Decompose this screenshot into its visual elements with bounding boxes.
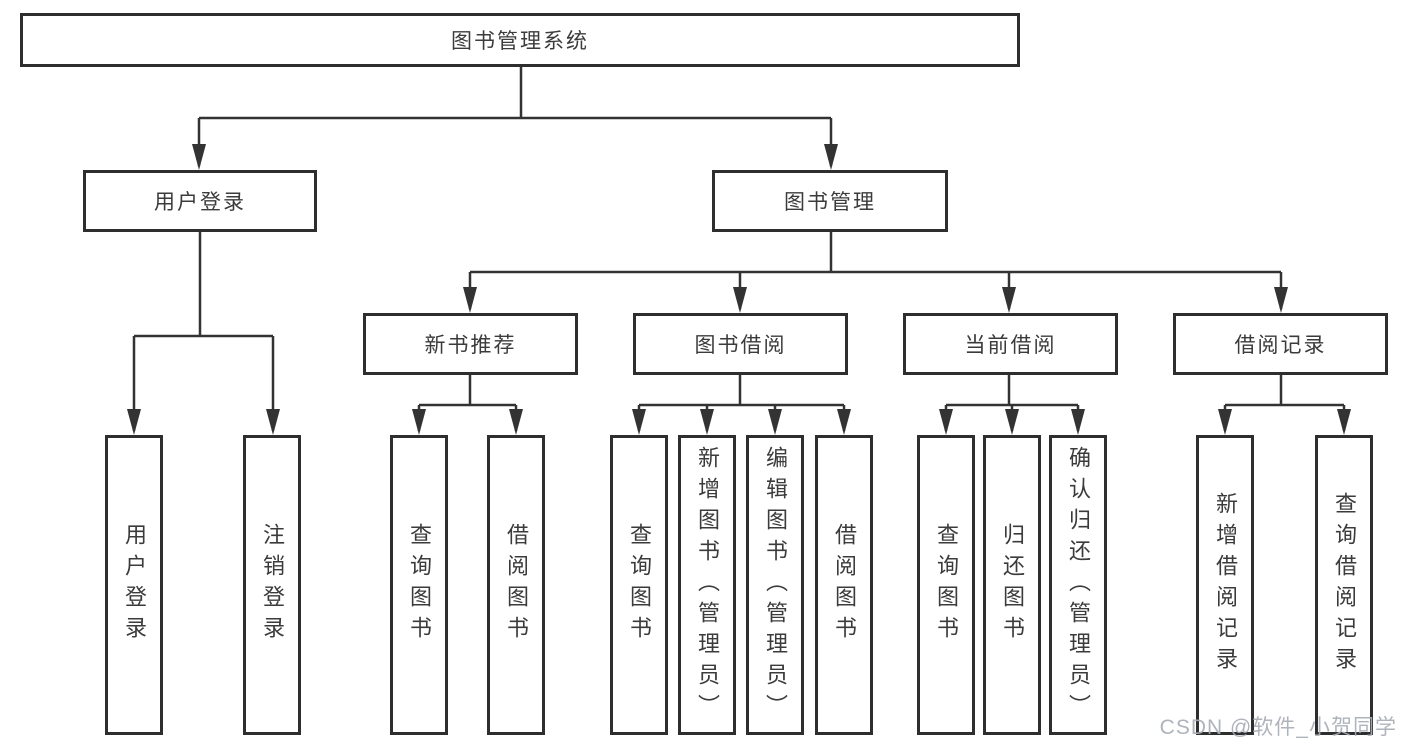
node-label: 查询图书 bbox=[407, 523, 432, 647]
node-label: 新增图书（管理员） bbox=[695, 445, 720, 725]
node-label: 归还图书 bbox=[1000, 523, 1025, 647]
node-label: 借阅记录 bbox=[1234, 334, 1327, 357]
leaf-return-books: 归还图书 bbox=[983, 435, 1041, 735]
node-label: 图书借阅 bbox=[694, 334, 787, 357]
leaf-user-login: 用户登录 bbox=[105, 435, 163, 735]
leaf-add-books-admin: 新增图书（管理员） bbox=[678, 435, 736, 735]
node-label: 借阅图书 bbox=[832, 523, 857, 647]
leaf-confirm-return-admin: 确认归还（管理员） bbox=[1049, 435, 1107, 735]
node-label: 新增借阅记录 bbox=[1213, 492, 1238, 678]
node-label: 借阅图书 bbox=[504, 523, 529, 647]
node-label: 用户登录 bbox=[122, 523, 147, 647]
node-label: 注销登录 bbox=[260, 523, 285, 647]
csdn-watermark: CSDN @软件_小贺同学 bbox=[1159, 716, 1397, 739]
leaf-logout: 注销登录 bbox=[243, 435, 301, 735]
node-user-login: 用户登录 bbox=[83, 170, 317, 232]
node-label: 查询图书 bbox=[627, 523, 652, 647]
node-borrow-records: 借阅记录 bbox=[1173, 313, 1388, 375]
node-new-book-recommend: 新书推荐 bbox=[363, 313, 578, 375]
node-label: 查询图书 bbox=[934, 523, 959, 647]
node-label: 当前借阅 bbox=[964, 334, 1057, 357]
node-book-borrow: 图书借阅 bbox=[633, 313, 848, 375]
node-book-management: 图书管理 bbox=[712, 170, 948, 232]
arrowheads bbox=[127, 144, 1351, 435]
node-label: 查询借阅记录 bbox=[1332, 492, 1357, 678]
node-label: 图书管理 bbox=[784, 191, 876, 214]
node-label: 确认归还（管理员） bbox=[1066, 445, 1091, 725]
node-label: 新书推荐 bbox=[424, 334, 517, 357]
node-label: 图书管理系统 bbox=[451, 30, 589, 53]
leaf-borrow-books: 借阅图书 bbox=[815, 435, 873, 735]
leaf-query-borrow-record: 查询借阅记录 bbox=[1315, 435, 1373, 735]
leaf-borrow-books-recommend: 借阅图书 bbox=[487, 435, 545, 735]
node-root-library-system: 图书管理系统 bbox=[20, 13, 1020, 67]
leaf-add-borrow-record: 新增借阅记录 bbox=[1196, 435, 1254, 735]
node-label: 编辑图书（管理员） bbox=[763, 445, 788, 725]
node-current-borrow: 当前借阅 bbox=[903, 313, 1118, 375]
leaf-query-books-recommend: 查询图书 bbox=[390, 435, 448, 735]
leaf-query-books-current: 查询图书 bbox=[917, 435, 975, 735]
leaf-query-books-borrow: 查询图书 bbox=[610, 435, 668, 735]
node-label: 用户登录 bbox=[154, 191, 246, 214]
leaf-edit-books-admin: 编辑图书（管理员） bbox=[746, 435, 804, 735]
